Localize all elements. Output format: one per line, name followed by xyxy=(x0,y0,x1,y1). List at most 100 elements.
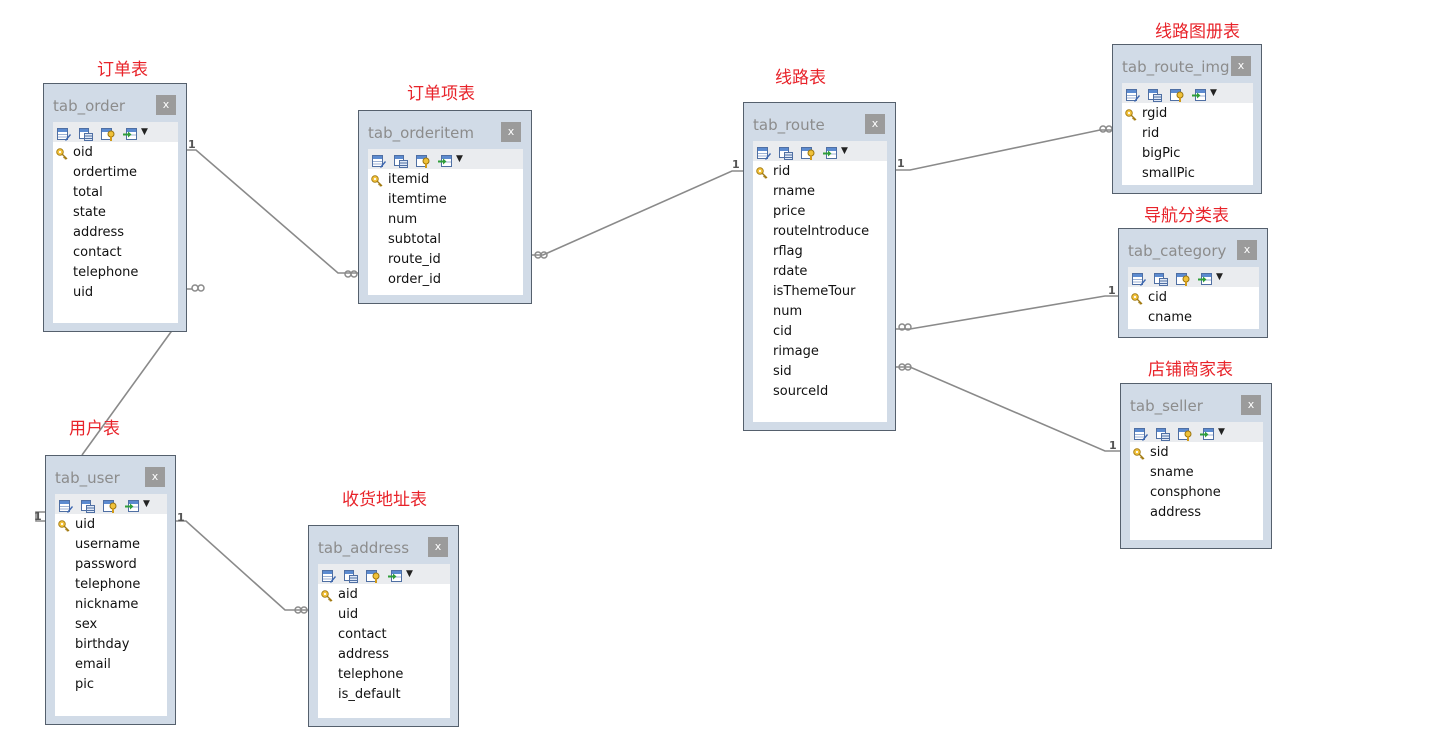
field-row[interactable]: consphone xyxy=(1130,483,1263,503)
field-row[interactable]: cid xyxy=(1128,288,1259,308)
chevron-down-icon[interactable]: ▼ xyxy=(1216,272,1223,282)
field-row[interactable]: itemtime xyxy=(368,190,523,210)
key-table-icon[interactable] xyxy=(416,153,430,168)
export-table-icon[interactable] xyxy=(438,153,452,167)
field-row[interactable]: uid xyxy=(53,283,178,303)
chevron-down-icon[interactable]: ▼ xyxy=(1218,427,1225,437)
field-row[interactable]: order_id xyxy=(368,270,523,290)
field-row[interactable]: route_id xyxy=(368,250,523,270)
field-row[interactable]: username xyxy=(55,535,167,555)
field-row[interactable]: telephone xyxy=(55,575,167,595)
field-row[interactable]: isThemeTour xyxy=(753,282,887,302)
chevron-down-icon[interactable]: ▼ xyxy=(841,146,848,156)
field-row[interactable]: uid xyxy=(55,515,167,535)
field-row[interactable]: rdate xyxy=(753,262,887,282)
field-row[interactable]: ordertime xyxy=(53,163,178,183)
chevron-down-icon[interactable]: ▼ xyxy=(143,499,150,509)
field-row[interactable]: total xyxy=(53,183,178,203)
key-table-icon[interactable] xyxy=(101,126,115,141)
field-row[interactable]: telephone xyxy=(318,665,450,685)
design-table-icon[interactable] xyxy=(79,126,93,141)
export-table-icon[interactable] xyxy=(823,145,837,159)
field-row[interactable]: num xyxy=(368,210,523,230)
chevron-down-icon[interactable]: ▼ xyxy=(1210,88,1217,98)
field-row[interactable]: sex xyxy=(55,615,167,635)
key-table-icon[interactable] xyxy=(1178,426,1192,441)
close-button[interactable]: x xyxy=(428,537,448,557)
field-row[interactable]: subtotal xyxy=(368,230,523,250)
export-table-icon[interactable] xyxy=(388,568,402,582)
design-table-icon[interactable] xyxy=(81,498,95,513)
field-row[interactable]: rimage xyxy=(753,342,887,362)
field-row[interactable]: oid xyxy=(53,143,178,163)
field-row[interactable]: contact xyxy=(318,625,450,645)
edit-table-icon[interactable] xyxy=(757,145,771,160)
field-row[interactable]: cid xyxy=(753,322,887,342)
edit-table-icon[interactable] xyxy=(1126,87,1140,102)
field-row[interactable]: rid xyxy=(1122,124,1253,144)
close-button[interactable]: x xyxy=(145,467,165,487)
key-table-icon[interactable] xyxy=(103,498,117,513)
edit-table-icon[interactable] xyxy=(1132,271,1146,286)
design-table-icon[interactable] xyxy=(1156,426,1170,441)
field-row[interactable]: price xyxy=(753,202,887,222)
close-button[interactable]: x xyxy=(1237,240,1257,260)
field-row[interactable]: num xyxy=(753,302,887,322)
export-table-icon[interactable] xyxy=(1200,426,1214,440)
field-row[interactable]: rid xyxy=(753,162,887,182)
design-table-icon[interactable] xyxy=(344,568,358,583)
field-row[interactable]: email xyxy=(55,655,167,675)
field-row[interactable]: aid xyxy=(318,585,450,605)
export-table-icon[interactable] xyxy=(1198,271,1212,285)
field-row[interactable]: sname xyxy=(1130,463,1263,483)
field-row[interactable]: address xyxy=(1130,503,1263,523)
field-row[interactable]: routeIntroduce xyxy=(753,222,887,242)
export-table-icon[interactable] xyxy=(1192,87,1206,101)
field-row[interactable]: rflag xyxy=(753,242,887,262)
design-table-icon[interactable] xyxy=(1148,87,1162,102)
edit-table-icon[interactable] xyxy=(1134,426,1148,441)
field-row[interactable]: password xyxy=(55,555,167,575)
close-button[interactable]: x xyxy=(501,122,521,142)
key-table-icon[interactable] xyxy=(1170,87,1184,102)
field-row[interactable]: nickname xyxy=(55,595,167,615)
field-row[interactable]: sourceId xyxy=(753,382,887,402)
field-row[interactable]: contact xyxy=(53,243,178,263)
field-row[interactable]: rgid xyxy=(1122,104,1253,124)
field-row[interactable]: pic xyxy=(55,675,167,695)
field-row[interactable]: rname xyxy=(753,182,887,202)
field-row[interactable]: address xyxy=(53,223,178,243)
chevron-down-icon[interactable]: ▼ xyxy=(456,154,463,164)
edit-table-icon[interactable] xyxy=(57,126,71,141)
close-button[interactable]: x xyxy=(1241,395,1261,415)
field-row[interactable]: itemid xyxy=(368,170,523,190)
key-table-icon[interactable] xyxy=(1176,271,1190,286)
design-table-icon[interactable] xyxy=(779,145,793,160)
edit-table-icon[interactable] xyxy=(322,568,336,583)
close-button[interactable]: x xyxy=(156,95,176,115)
export-table-icon[interactable] xyxy=(125,498,139,512)
field-row[interactable]: cname xyxy=(1128,308,1259,328)
key-table-icon[interactable] xyxy=(366,568,380,583)
design-table-icon[interactable] xyxy=(394,153,408,168)
edit-table-icon[interactable] xyxy=(372,153,386,168)
field-row[interactable]: birthday xyxy=(55,635,167,655)
field-row[interactable]: uid xyxy=(318,605,450,625)
field-row[interactable]: smallPic xyxy=(1122,164,1253,184)
close-button[interactable]: x xyxy=(865,114,885,134)
field-row[interactable]: sid xyxy=(1130,443,1263,463)
chevron-down-icon[interactable]: ▼ xyxy=(141,127,148,137)
field-row[interactable]: address xyxy=(318,645,450,665)
key-table-icon[interactable] xyxy=(801,145,815,160)
chevron-down-icon[interactable]: ▼ xyxy=(406,569,413,579)
field-row[interactable]: bigPic xyxy=(1122,144,1253,164)
field-row[interactable]: state xyxy=(53,203,178,223)
